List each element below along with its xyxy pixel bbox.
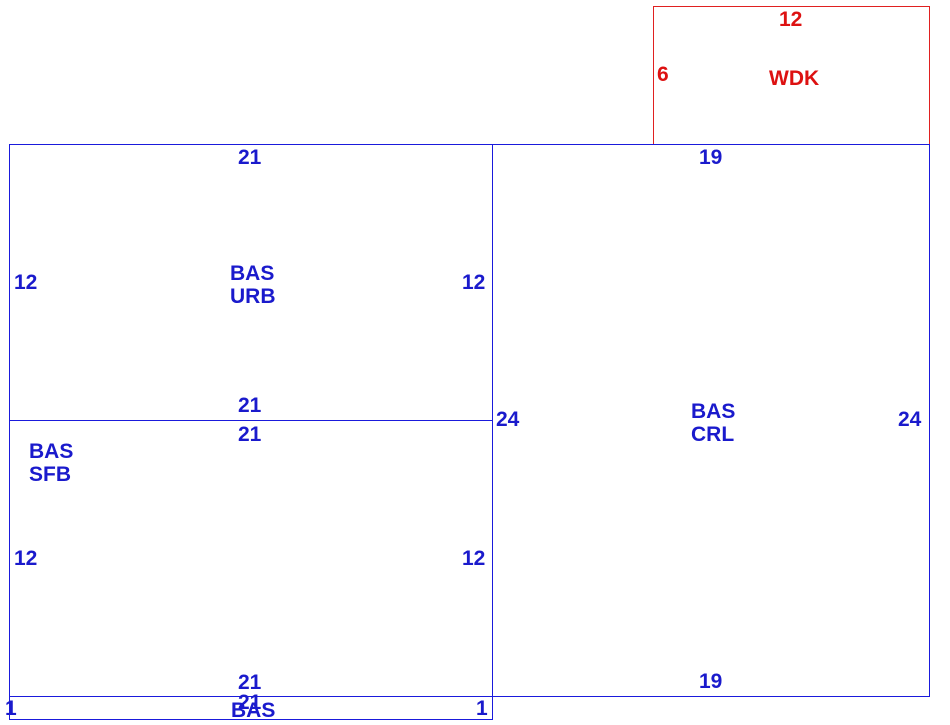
strip-top-dimension: 21	[238, 691, 262, 714]
urb-right-dimension: 12	[462, 271, 486, 294]
sfb-name: BAS SFB	[29, 440, 73, 486]
sfb-bottom-dimension: 21	[238, 671, 262, 694]
sfb-left-dimension: 12	[14, 547, 38, 570]
crl-name-line2: CRL	[691, 423, 735, 446]
urb-name-line2: URB	[230, 285, 276, 308]
wdk-name: WDK	[769, 67, 820, 90]
bas-strip	[9, 696, 493, 720]
strip-name: BAS	[231, 699, 276, 722]
sfb-area	[9, 420, 493, 697]
urb-name-line1: BAS	[230, 262, 275, 285]
urb-name: BAS URB	[230, 262, 276, 308]
crl-name: BAS CRL	[691, 400, 735, 446]
urb-bottom-dimension: 21	[238, 394, 262, 417]
crl-top-dimension: 19	[699, 146, 723, 169]
crl-left-dimension: 24	[496, 408, 520, 431]
crl-name-line1: BAS	[691, 400, 736, 423]
urb-top-dimension: 21	[238, 146, 262, 169]
sfb-right-dimension: 12	[462, 547, 486, 570]
sfb-name-line2: SFB	[29, 463, 71, 486]
wdk-left-dimension: 6	[657, 63, 669, 86]
urb-left-dimension: 12	[14, 271, 38, 294]
strip-left-dimension: 1	[5, 697, 17, 720]
wdk-top-dimension: 12	[779, 8, 803, 31]
crl-right-dimension: 24	[898, 408, 922, 431]
strip-right-dimension: 1	[476, 697, 488, 720]
sfb-top-dimension: 21	[238, 423, 262, 446]
sfb-name-line1: BAS	[29, 440, 74, 463]
crl-bottom-dimension: 19	[699, 670, 723, 693]
crl-area	[492, 144, 930, 697]
